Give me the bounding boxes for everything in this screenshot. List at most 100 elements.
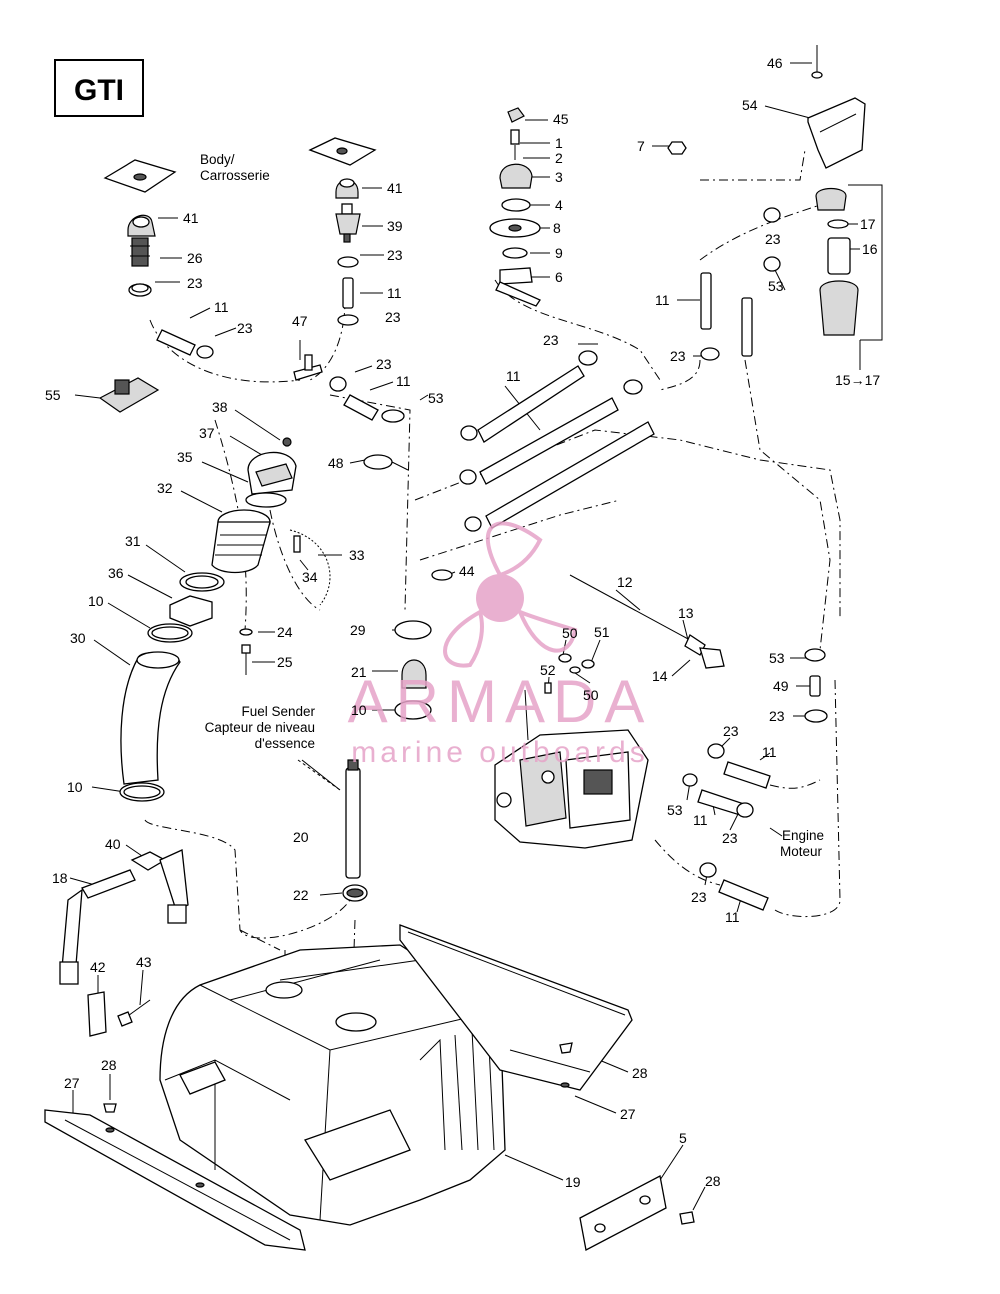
hose-11-engine-a — [723, 761, 771, 789]
screw-28-c — [679, 1211, 695, 1225]
hose-clamp-23-center-b — [337, 314, 359, 326]
callout-13: 13 — [678, 605, 694, 621]
callout-46: 46 — [767, 55, 783, 71]
callout-16: 16 — [862, 241, 878, 257]
screw-28-b — [559, 1042, 573, 1054]
callout-28-b: 28 — [632, 1065, 648, 1081]
callout-50-a: 50 — [562, 625, 578, 641]
caption-engine-line2: Moteur — [780, 844, 823, 859]
caption-body: Body/ Carrosserie — [200, 152, 270, 183]
callout-23-c3: 23 — [376, 356, 392, 372]
caption-fuel-sender-line1: Fuel Sender — [241, 704, 315, 719]
callout-28-a: 28 — [101, 1057, 117, 1073]
callout-23-c2: 23 — [385, 309, 401, 325]
callout-49: 49 — [773, 678, 789, 694]
callout-53-r2: 53 — [769, 650, 785, 666]
check-valve-39 — [335, 203, 361, 243]
callout-50-b: 50 — [583, 687, 599, 703]
callout-53-e: 53 — [667, 802, 683, 818]
callout-5: 5 — [679, 1130, 687, 1146]
callout-53-c: 53 — [428, 390, 444, 406]
strap-18 — [59, 869, 136, 985]
callout-23-e2: 23 — [722, 830, 738, 846]
callout-41-c: 41 — [387, 180, 403, 196]
clip-55 — [98, 377, 160, 413]
callout-28-c: 28 — [705, 1173, 721, 1189]
callout-52: 52 — [540, 662, 556, 678]
callout-32: 32 — [157, 480, 173, 496]
ring-22 — [342, 884, 368, 902]
plate-5 — [579, 1175, 667, 1251]
caption-fuel-sender-line3: d'essence — [255, 736, 315, 751]
callout-23-e3: 23 — [691, 889, 707, 905]
callout-24: 24 — [277, 624, 293, 640]
model-badge: GTI — [54, 59, 144, 117]
callout-11-r1: 11 — [655, 292, 670, 308]
callout-41-l: 41 — [183, 210, 199, 226]
watermark-name: ARMADA — [348, 668, 653, 735]
callout-34: 34 — [302, 569, 318, 585]
callout-23-r2: 23 — [670, 348, 686, 364]
fuel-tank-19 — [159, 944, 506, 1226]
caption-body-line2: Carrosserie — [200, 168, 270, 183]
callout-21: 21 — [351, 664, 367, 680]
callout-36: 36 — [108, 565, 124, 581]
callout-11-l: 11 — [214, 299, 229, 315]
callout-48: 48 — [328, 455, 344, 471]
tee-fitting-47 — [293, 354, 323, 381]
callout-12: 12 — [617, 574, 633, 590]
hose-clamp-23-center-c — [329, 376, 347, 392]
fitting-49 — [809, 675, 821, 697]
callout-4: 4 — [555, 197, 563, 213]
caption-fuel-sender: Fuel Sender Capteur de niveau d'essence — [205, 704, 316, 751]
filter-housing-15-17 — [815, 187, 859, 336]
callout-8: 8 — [553, 220, 561, 236]
callout-38: 38 — [212, 399, 228, 415]
rail-27-left — [44, 1109, 306, 1251]
clamp-53-right-a — [763, 256, 781, 272]
clamp-53-center — [381, 409, 405, 423]
clip-42 — [87, 991, 107, 1037]
callout-23-l2: 23 — [237, 320, 253, 336]
clamp-23-engine-a — [707, 743, 725, 759]
callout-29: 29 — [350, 622, 366, 638]
hose-clamp-23-left — [128, 283, 152, 297]
callout-27-b: 27 — [620, 1106, 636, 1122]
callout-11-c: 11 — [387, 285, 402, 301]
callout-26: 26 — [187, 250, 203, 266]
callout-11-e1: 11 — [762, 744, 777, 760]
clamp-23-engine-c — [699, 862, 717, 878]
callout-51: 51 — [594, 624, 610, 640]
callout-31: 31 — [125, 533, 141, 549]
caption-fuel-sender-line2: Capteur de niveau — [205, 720, 315, 735]
washer-24-bolt-25 — [239, 628, 253, 675]
callout-30: 30 — [70, 630, 86, 646]
tether-33-34 — [289, 529, 331, 606]
model-badge-label: GTI — [74, 74, 124, 107]
callout-10-b: 10 — [351, 702, 367, 718]
callout-54: 54 — [742, 97, 758, 113]
grommet-41-center — [335, 178, 359, 199]
callout-18: 18 — [52, 870, 68, 886]
hose-11-center-b — [343, 394, 379, 421]
callout-35: 35 — [177, 449, 193, 465]
caption-engine-line1: Engine — [782, 828, 824, 843]
callout-25: 25 — [277, 654, 293, 670]
watermark: ARMADA marine outboards — [348, 521, 653, 769]
carburetor — [494, 689, 649, 849]
clamp-53-engine — [682, 773, 698, 787]
callout-40: 40 — [105, 836, 121, 852]
callout-15-17: 15→17 — [835, 372, 880, 388]
clamp-10-lower — [119, 782, 165, 802]
hardware-50-52 — [544, 653, 595, 694]
screw-28-a — [103, 1103, 117, 1113]
gasket-31 — [179, 572, 225, 592]
callout-27-a: 27 — [64, 1075, 80, 1091]
callout-10-a: 10 — [88, 593, 104, 609]
cap-assembly-35-38 — [245, 437, 297, 508]
hose-clamp-23-left-b — [196, 345, 214, 359]
clamp-23-right-a — [763, 207, 781, 223]
callout-23-c1: 23 — [387, 247, 403, 263]
rail-27-right — [399, 924, 633, 1091]
